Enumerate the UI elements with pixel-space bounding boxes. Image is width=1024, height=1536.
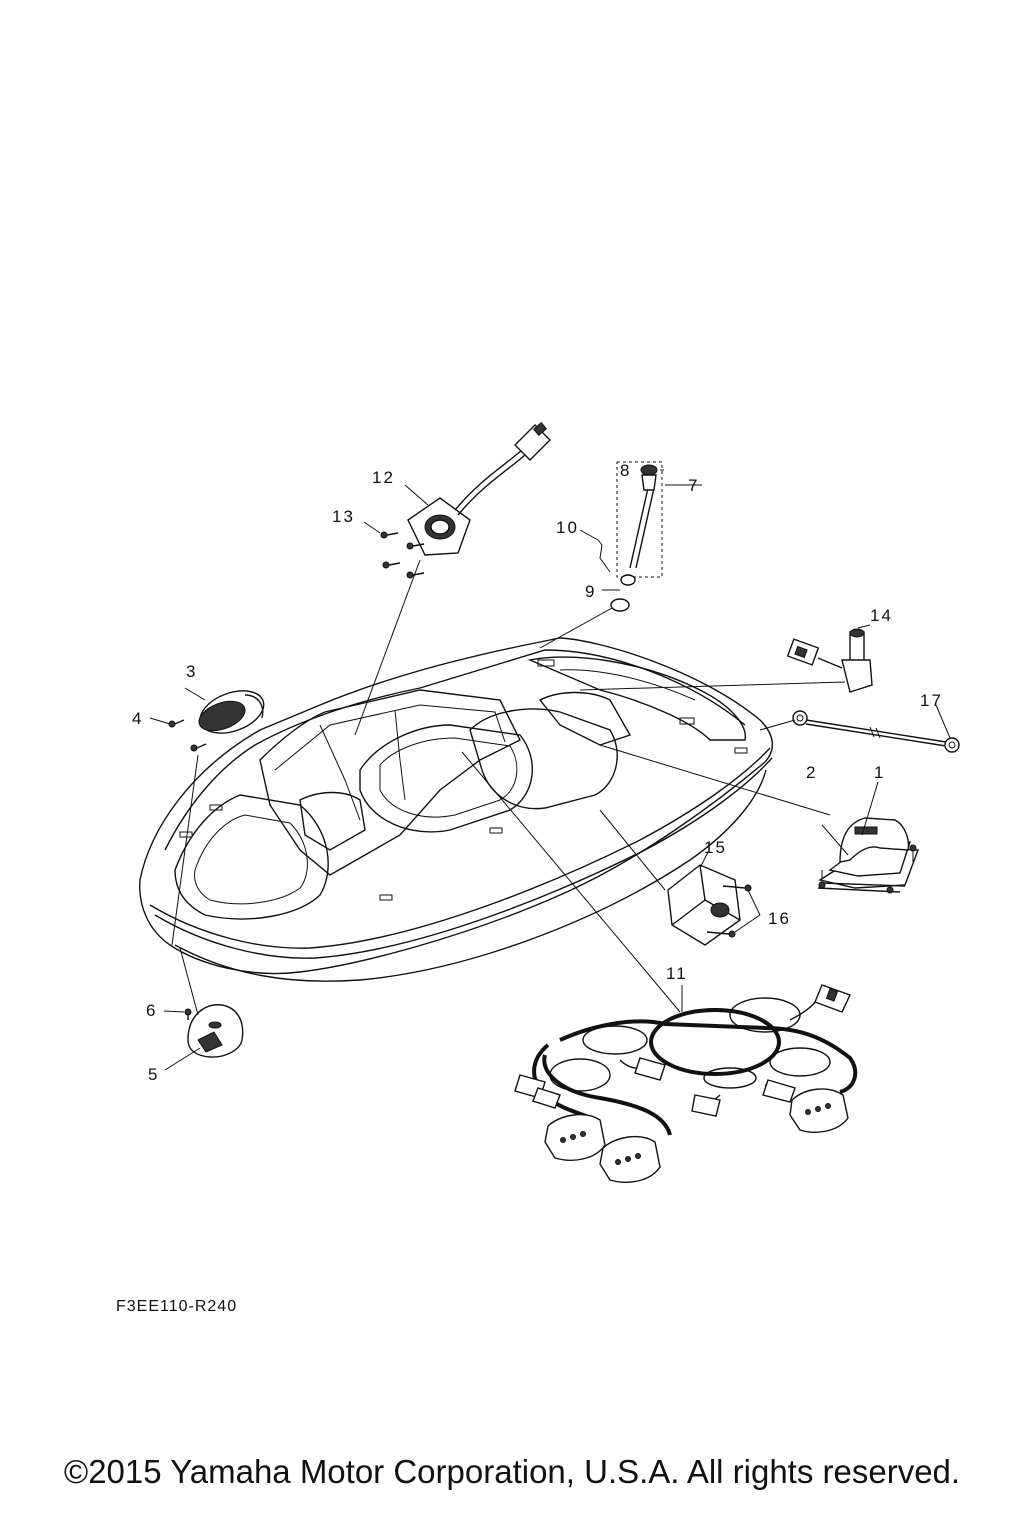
part-5-cap	[187, 1004, 244, 1058]
part-14-sensor	[786, 628, 873, 693]
callout-4: 4	[132, 709, 143, 728]
callout-labels: 1 2 3 4 5 6 7 8 9 10 11 12 13 14 15 16 1…	[132, 461, 943, 1084]
copyright-notice: ©2015 Yamaha Motor Corporation, U.S.A. A…	[63, 1453, 961, 1490]
part-11-wire-harness	[514, 984, 858, 1183]
part-17-cable	[792, 710, 960, 753]
part-6-screw	[184, 1008, 192, 1020]
callout-17: 17	[920, 691, 943, 710]
callout-14: 14	[870, 606, 893, 625]
part-15-module	[667, 864, 741, 946]
callout-7: 7	[688, 476, 699, 495]
callout-2: 2	[806, 763, 817, 782]
part-7-tube-assembly	[597, 461, 663, 612]
callout-12: 12	[372, 468, 395, 487]
part-12-plate	[407, 422, 551, 556]
callout-9: 9	[585, 582, 596, 601]
diagram-code: F3EE110-R240	[116, 1298, 238, 1315]
callout-13: 13	[332, 507, 355, 526]
leader-lines	[149, 469, 951, 1071]
callout-10: 10	[556, 518, 579, 537]
callout-5: 5	[148, 1065, 159, 1084]
part-16-screws	[706, 884, 752, 938]
callout-6: 6	[146, 1001, 157, 1020]
callout-11: 11	[666, 964, 688, 983]
callout-3: 3	[186, 662, 197, 681]
callout-15: 15	[704, 838, 727, 857]
part-3-speaker	[198, 690, 265, 734]
callout-1: 1	[874, 763, 885, 782]
boat-hull	[139, 637, 773, 982]
part-13-screws	[380, 531, 425, 579]
part-1-battery-box	[817, 817, 919, 894]
callout-16: 16	[768, 909, 791, 928]
callout-8: 8	[620, 461, 631, 480]
